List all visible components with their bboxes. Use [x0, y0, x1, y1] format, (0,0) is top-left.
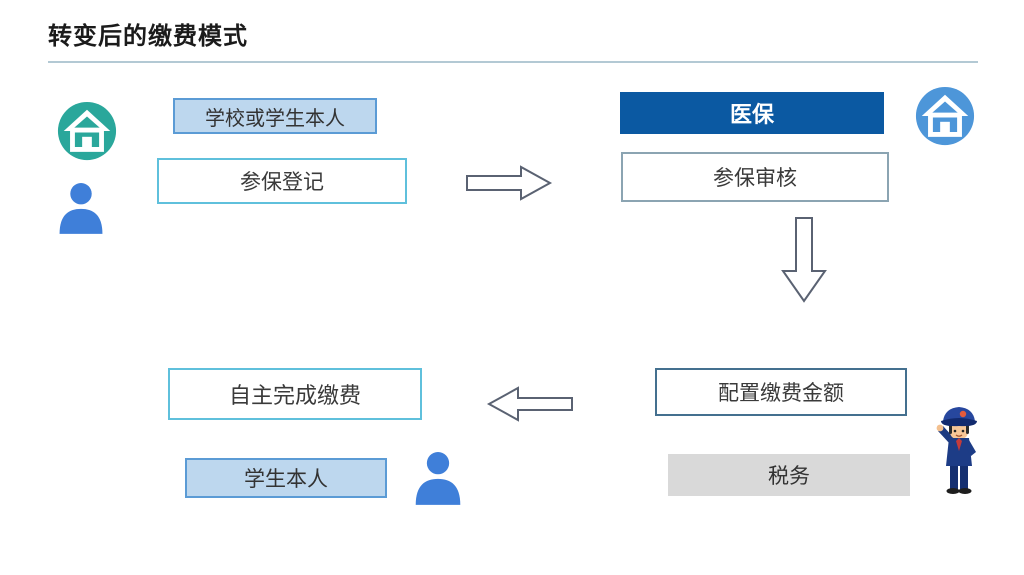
- label-student: 学生本人: [185, 458, 387, 498]
- person-icon: [56, 182, 106, 234]
- step-review: 参保审核: [621, 152, 889, 202]
- step-register: 参保登记: [157, 158, 407, 204]
- home-icon: [914, 85, 976, 147]
- home-icon: [56, 100, 118, 162]
- step-self-pay: 自主完成缴费: [168, 368, 422, 420]
- label-school-or-student: 学校或学生本人: [173, 98, 377, 134]
- person-icon: [412, 450, 464, 506]
- arrow-down-icon: [780, 216, 828, 304]
- arrow-right-icon: [465, 163, 553, 203]
- label-tax: 税务: [668, 454, 910, 496]
- tax-officer-illustration: [928, 404, 990, 496]
- page-title: 转变后的缴费模式: [48, 24, 248, 50]
- step-configure-amount: 配置缴费金额: [655, 368, 907, 416]
- arrow-left-icon: [486, 383, 574, 425]
- label-medical-insurance: 医保: [620, 92, 884, 134]
- title-divider: [48, 61, 978, 63]
